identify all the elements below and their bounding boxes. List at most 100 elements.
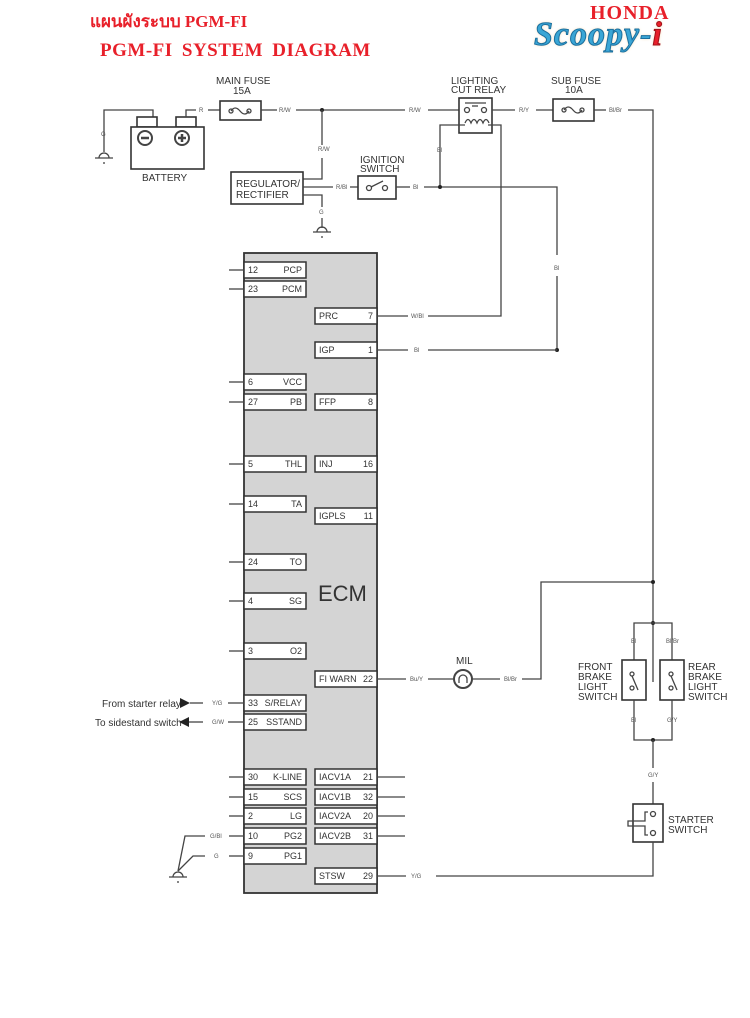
wire-label: Bl/Br [504,677,517,683]
svg-text:FRONT: FRONT [578,662,612,673]
front-brake-label: FRONT BRAKE LIGHT SWITCH [578,662,617,703]
pin-number: 14 [248,499,258,509]
honda-scoopy-logo: HONDA Scoopy-i [530,0,745,56]
ecm-pin-right: 22 FI WARN [314,670,378,688]
regulator-rectifier-icon [230,171,304,205]
pin-name: FI WARN [319,674,357,684]
starter-switch-label: STARTER [668,815,714,826]
pin-name: VCC [283,377,303,387]
wire-label: G/W [212,720,224,726]
main-fuse-icon [219,100,262,121]
svg-text:SWITCH: SWITCH [688,692,727,703]
pin-number: 23 [248,284,258,294]
pin-number: 4 [248,596,253,606]
pin-name: IACV2A [319,811,351,821]
fuse-element [230,107,250,115]
relay-label-2: CUT RELAY [451,85,507,96]
wire-sub-fuse-down [628,109,654,682]
junction-dot [651,580,655,584]
wire-label: Y/G [212,701,223,707]
main-fuse-rating: 15A [233,86,251,97]
ignition-switch-label: IGNITION [360,155,404,166]
starter-switch-label-2: SWITCH [668,825,707,836]
wire-label: Bl [437,148,442,154]
wire-label: G/Y [648,773,658,779]
wire-label: G [214,854,219,860]
wire-label: R [199,108,204,114]
pin-number: 11 [364,511,373,521]
wire-label: Bl/Br [609,108,622,114]
wire-label: R/Y [519,108,529,114]
pin-name: PRC [319,311,339,321]
pin-number: 8 [368,397,373,407]
wire-battery-pos [185,109,196,117]
regulator-label-2: RECTIFIER [236,190,289,201]
lighting-cut-relay-icon [458,97,493,134]
model-main: Scoopy- [533,16,653,54]
wire-label: R/W [279,108,291,114]
starter-switch-icon [632,803,664,843]
mil-lamp-icon [453,669,473,689]
pin-name: K-LINE [273,772,302,782]
junction-dot [438,185,442,189]
wire-label: G [101,132,106,138]
pin-name: IGP [319,345,335,355]
pin-number: 15 [248,792,258,802]
pin-number: 22 [363,674,373,684]
pin-name: FFP [319,397,336,407]
pin-number: 30 [248,772,258,782]
pin-number: 21 [363,772,373,782]
pin-name: PG1 [284,851,302,861]
sub-fuse-label: SUB FUSE [551,76,601,87]
pin-name: TA [291,499,302,509]
ecm-pin-right: 11 IGPLS [314,507,378,525]
pin-number: 3 [248,646,253,656]
svg-text:SWITCH: SWITCH [578,692,617,703]
wire-label: G/Y [667,718,677,724]
wire-label: R/W [409,108,421,114]
wire-label: G/Bl [210,834,222,840]
ignition-switch-label-2: SWITCH [360,164,399,175]
wire-label: G [319,210,324,216]
ignition-switch-icon [357,175,397,200]
mil-label: MIL [456,656,473,667]
ecm-label: ECM [318,581,367,606]
pin-name: PG2 [284,831,302,841]
pin-number: 20 [363,811,373,821]
pin-number: 27 [248,397,258,407]
wire-label: Bl [414,348,419,354]
wire-label: Bl/Br [666,639,679,645]
main-fuse-label: MAIN FUSE [216,76,271,87]
pin-name: SCS [283,792,302,802]
ecm-pin-left: 30 K-LINE [243,768,307,786]
pin-number: 32 [363,792,373,802]
pin-name: TO [290,557,302,567]
model-suffix: i [652,16,663,54]
relay-label: LIGHTING [451,76,498,87]
relay-coil [464,118,490,125]
svg-text:BRAKE: BRAKE [688,672,722,683]
pin-name: STSW [319,871,346,881]
wire-starter-to-stsw [436,842,654,877]
regulator-label: REGULATOR/ [236,179,300,190]
wire-label: Bl [631,639,636,645]
pin-name: IGPLS [319,511,346,521]
wire-relay-coil-left [439,124,465,186]
battery-icon [130,116,205,170]
